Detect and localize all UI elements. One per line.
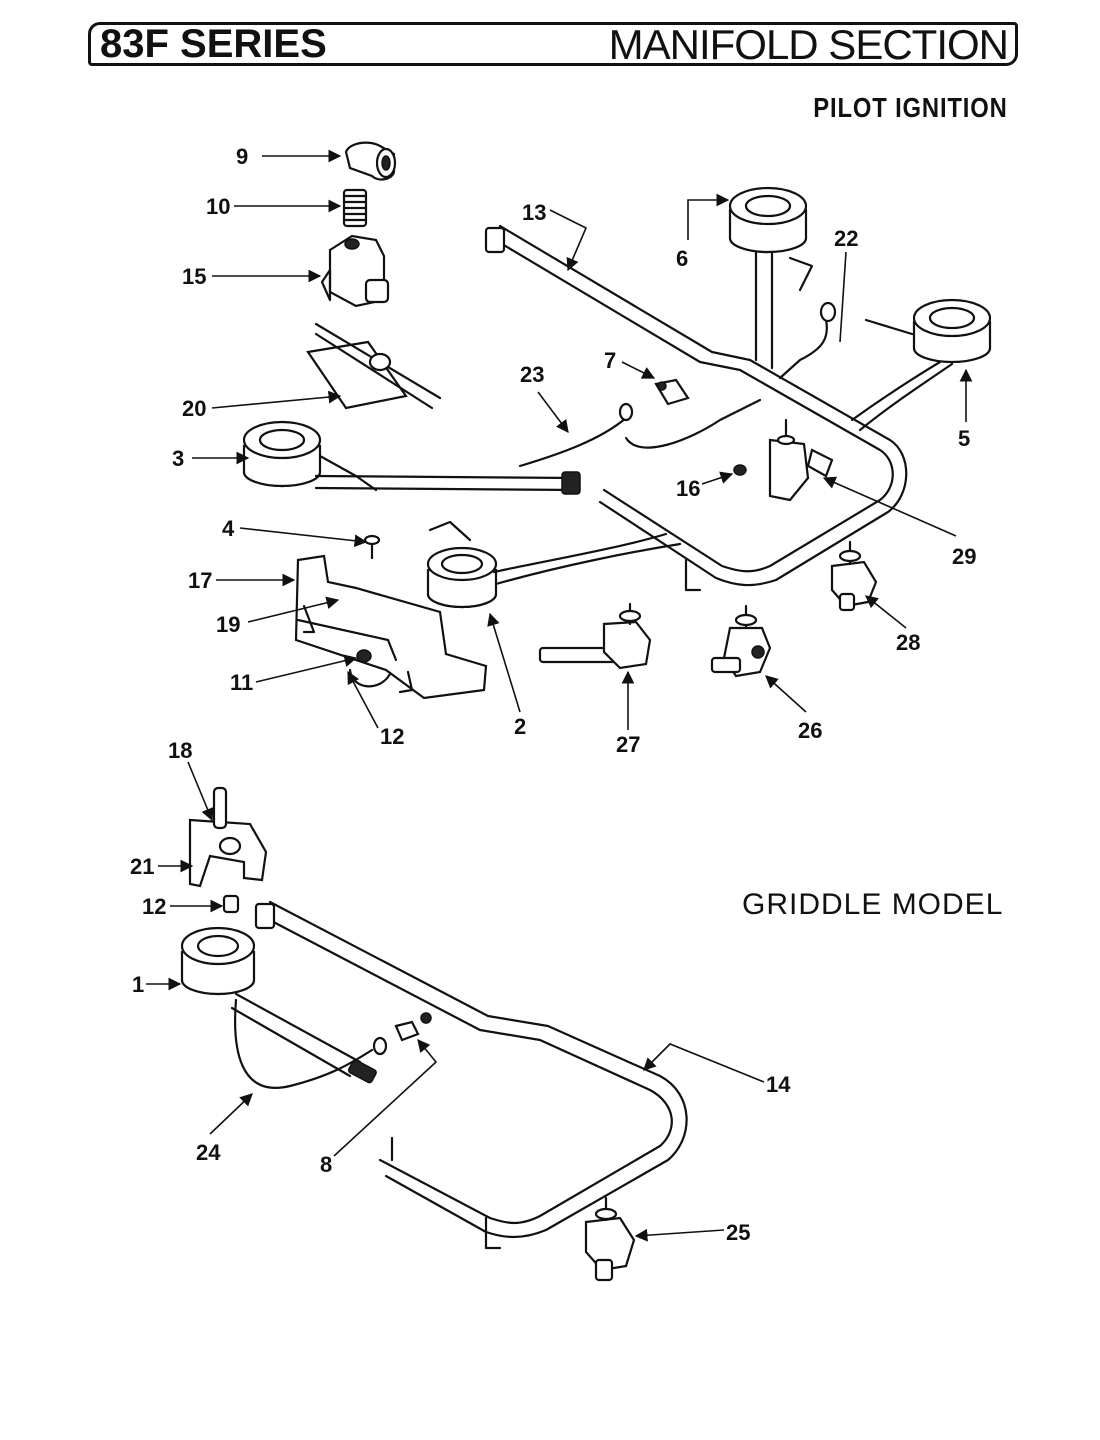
callout-4: 4: [222, 516, 235, 541]
callout-22: 22: [834, 226, 858, 251]
callout-13: 13: [522, 200, 546, 225]
part-6-burner: [728, 186, 814, 370]
part-10-nipple: [342, 188, 368, 228]
callout-15: 15: [182, 264, 206, 289]
part-20-pilot-bracket: [306, 322, 442, 410]
callout-10: 10: [206, 194, 230, 219]
part-15-regulator: [320, 234, 390, 308]
part-23-pilot-tube: [518, 398, 762, 468]
callout-24: 24: [196, 1140, 221, 1165]
part-2-burner: [426, 520, 682, 609]
callout-18: 18: [168, 738, 192, 763]
callout-6: 6: [676, 246, 688, 271]
part-24-thermocouple: [234, 998, 388, 1089]
part-5-burner: [850, 298, 992, 432]
leader-lines: [146, 149, 973, 1242]
part-26-valve: [710, 604, 772, 678]
part-1-burner: [180, 926, 377, 1084]
part-3-burner: [242, 420, 581, 495]
callout-2: 2: [514, 714, 526, 739]
part-28-valve: [830, 540, 878, 612]
part-27-valve: [538, 602, 652, 670]
callout-20: 20: [182, 396, 206, 421]
callout-14: 14: [766, 1072, 791, 1097]
subtitle: PILOT IGNITION: [813, 92, 1008, 123]
callout-3: 3: [172, 446, 184, 471]
part-17-bracket: [294, 554, 488, 700]
part-12-cap: [222, 894, 240, 914]
callout-7: 7: [604, 348, 616, 373]
header-frame: [88, 22, 1018, 66]
callout-11: 11: [230, 670, 253, 695]
callout-8: 8: [320, 1152, 332, 1177]
callout-21: 21: [130, 854, 154, 879]
callout-19: 19: [216, 612, 240, 637]
part-4-screw: [363, 534, 381, 560]
callout-16: 16: [676, 476, 700, 501]
callout-26: 26: [798, 718, 822, 743]
callout-1: 1: [132, 972, 144, 997]
callout-9: 9: [236, 144, 248, 169]
part-21-bracket: [188, 786, 268, 888]
callout-28: 28: [896, 630, 920, 655]
series-title: 83F SERIES: [100, 22, 327, 66]
part-29-pilot-valve: [733, 418, 834, 502]
part-22-lead: [778, 301, 837, 380]
callout-5: 5: [958, 426, 970, 451]
griddle-model-label: GRIDDLE MODEL: [742, 888, 1004, 921]
callout-25: 25: [726, 1220, 750, 1245]
part-13-manifold: [484, 224, 908, 592]
callout-29: 29: [952, 544, 976, 569]
part-9-elbow: [344, 141, 397, 181]
part-8-fitting: [394, 1020, 420, 1042]
part-14-manifold: [254, 900, 688, 1250]
section-title: MANIFOLD SECTION: [608, 21, 1009, 68]
callout-27: 27: [616, 732, 640, 757]
part-25-valve: [584, 1196, 636, 1282]
callout-17: 17: [188, 568, 212, 593]
callout-12-lower: 12: [142, 894, 166, 919]
callout-12-upper: 12: [380, 724, 404, 749]
callout-23: 23: [520, 362, 544, 387]
part-7-fitting: [654, 378, 690, 406]
